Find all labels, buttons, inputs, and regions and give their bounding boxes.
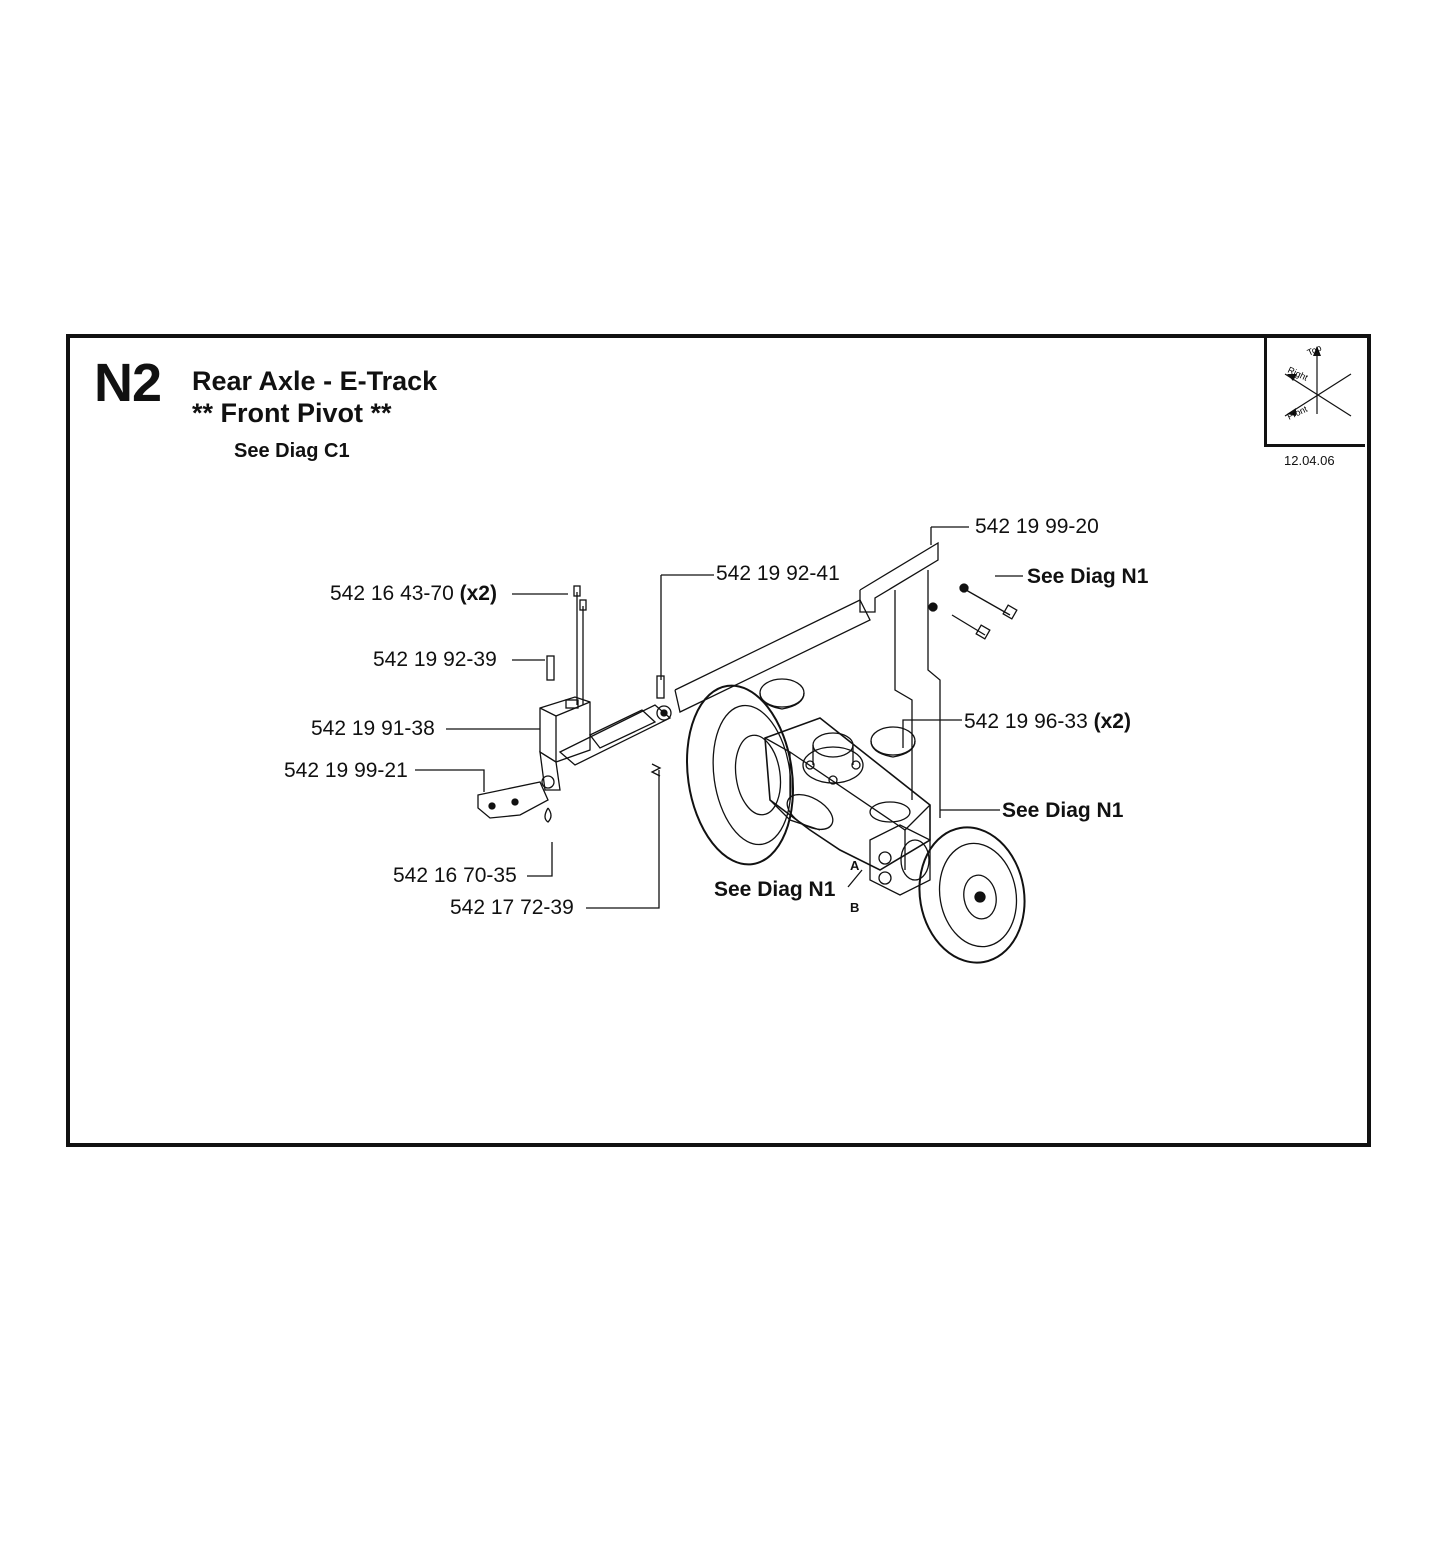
diagram-frame bbox=[66, 334, 1371, 1147]
diagram-title: Rear Axle - E-Track bbox=[192, 366, 438, 396]
part-542-17-72-39[interactable]: 542 17 72-39 bbox=[450, 896, 574, 919]
diagram-subtitle: ** Front Pivot ** bbox=[192, 398, 392, 428]
part-number: 542 19 96-33 bbox=[964, 710, 1088, 733]
part-quantity: (x2) bbox=[1093, 710, 1131, 733]
part-542-19-99-21[interactable]: 542 19 99-21 bbox=[284, 759, 408, 782]
see-diag-c1-link[interactable]: See Diag C1 bbox=[234, 440, 350, 462]
orientation-axes-icon: Top Right Front bbox=[1284, 343, 1352, 422]
part-number: 542 16 43-70 bbox=[330, 582, 454, 605]
part-542-19-92-41[interactable]: 542 19 92-41 bbox=[716, 562, 840, 585]
port-b-label: B bbox=[850, 900, 860, 915]
part-quantity: (x2) bbox=[459, 582, 497, 605]
see-diag-n1-link-top[interactable]: See Diag N1 bbox=[1027, 565, 1149, 588]
see-diag-n1-link-right[interactable]: See Diag N1 bbox=[1002, 799, 1124, 822]
see-diag-n1-link-bottom[interactable]: See Diag N1 bbox=[714, 878, 836, 901]
part-542-19-99-20[interactable]: 542 19 99-20 bbox=[975, 515, 1099, 538]
diagram-date: 12.04.06 bbox=[1284, 453, 1335, 468]
part-542-16-43-70[interactable]: 542 16 43-70 (x2) bbox=[330, 582, 497, 606]
orientation-compass: Top Right Front bbox=[1264, 334, 1365, 447]
part-542-19-92-39[interactable]: 542 19 92-39 bbox=[373, 648, 497, 671]
part-542-19-91-38[interactable]: 542 19 91-38 bbox=[311, 717, 435, 740]
port-a-label: A bbox=[850, 858, 860, 873]
part-542-16-70-35[interactable]: 542 16 70-35 bbox=[393, 864, 517, 887]
part-542-19-96-33[interactable]: 542 19 96-33 (x2) bbox=[964, 710, 1131, 734]
diagram-code: N2 bbox=[94, 353, 162, 413]
